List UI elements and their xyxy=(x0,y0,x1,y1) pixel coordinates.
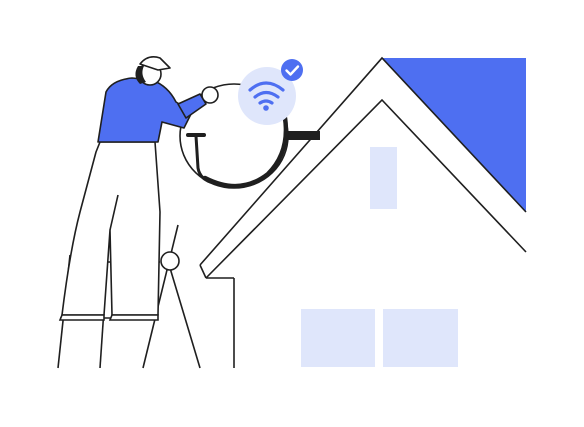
technician-hand xyxy=(201,86,219,104)
ladder-hinge xyxy=(160,251,180,271)
technician-shirt xyxy=(97,77,193,143)
wifi-dot xyxy=(263,105,269,111)
window-right xyxy=(383,309,458,367)
wifi-badge xyxy=(238,59,303,125)
dish-feed-arm xyxy=(194,134,216,185)
technician-arm xyxy=(177,93,207,119)
window-left xyxy=(301,309,375,367)
technician-shoe-left xyxy=(58,314,105,321)
wifi-icon xyxy=(248,81,285,105)
technician-cap xyxy=(139,56,171,71)
checkmark-badge-icon xyxy=(281,59,303,81)
roof-eave-left xyxy=(199,264,207,279)
dish-back-curve xyxy=(202,115,289,189)
attic-window xyxy=(370,147,397,209)
roof-outer-edge xyxy=(199,56,527,266)
house xyxy=(199,56,527,368)
technician-hair xyxy=(135,66,146,84)
technician-shoe-right xyxy=(108,314,159,321)
roof-inner-edge xyxy=(205,98,527,279)
technician xyxy=(58,56,219,321)
dish-mount-arm xyxy=(280,131,320,140)
wifi-bubble xyxy=(238,67,296,125)
